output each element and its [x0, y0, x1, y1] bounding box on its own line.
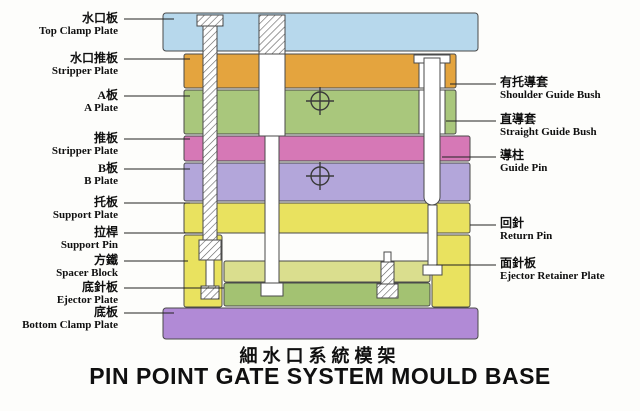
- leader-lines: [124, 18, 496, 314]
- support-pin-tail: [205, 259, 215, 287]
- label-en: A Plate: [84, 102, 118, 114]
- return-pin-shaft: [427, 204, 438, 266]
- label-en: Straight Guide Bush: [500, 126, 597, 138]
- return-pin-head: [422, 264, 443, 276]
- label-cn: 水口板: [81, 11, 118, 25]
- label-support-plate: 托板 Support Plate: [53, 196, 118, 222]
- label-en: Guide Pin: [500, 162, 548, 174]
- support-pin-nut: [200, 285, 220, 300]
- label-guide-pin: 導柱 Guide Pin: [500, 149, 547, 175]
- label-cn: 托板: [93, 195, 118, 209]
- label-cn: 面針板: [500, 256, 537, 270]
- label-cn: 導柱: [500, 148, 525, 162]
- ejector-retainer-plate-shape: [223, 260, 431, 283]
- ejector-plate-shape: [223, 282, 431, 307]
- bottom-clamp-plate-shape: [162, 307, 479, 340]
- label-stripper-plate-top: 水口推板 Stripper Plate: [52, 52, 118, 78]
- label-en: Top Clamp Plate: [38, 25, 118, 37]
- label-en: Return Pin: [500, 230, 553, 242]
- label-en: Spacer Block: [56, 267, 118, 279]
- center-pillar-hatched-head: [258, 14, 286, 55]
- guide-pin-shape: [423, 57, 441, 206]
- label-cn: 底針板: [81, 280, 118, 294]
- label-straight-guide-bush: 直導套 Straight Guide Bush: [500, 113, 597, 139]
- label-en: Stripper Plate: [51, 145, 118, 157]
- label-cn: B板: [97, 161, 118, 175]
- label-shoulder-guide-bush: 有托導套 Shoulder Guide Bush: [500, 76, 601, 102]
- label-return-pin: 回針 Return Pin: [500, 217, 552, 243]
- ejector-bolt-shaft: [380, 261, 395, 285]
- stripper-plate-shape: [183, 135, 471, 162]
- diagram-title-english: PIN POINT GATE SYSTEM MOULD BASE: [89, 363, 551, 389]
- label-en: Ejector Plate: [56, 294, 118, 306]
- label-b-plate: B板 B Plate: [84, 162, 118, 188]
- label-en: B Plate: [84, 175, 118, 187]
- label-en: Shoulder Guide Bush: [500, 89, 601, 101]
- label-stripper-plate: 推板 Stripper Plate: [52, 132, 118, 158]
- label-support-pin: 拉桿 Support Pin: [61, 226, 118, 252]
- label-ejector-retainer-plate: 面針板 Ejector Retainer Plate: [500, 257, 605, 283]
- label-cn: 方鐵: [93, 253, 118, 267]
- label-bottom-clamp-plate: 底板 Bottom Clamp Plate: [22, 306, 118, 332]
- label-cn: 直導套: [500, 112, 537, 126]
- support-pin-head: [196, 14, 224, 27]
- label-spacer-block: 方鐵 Spacer Block: [56, 254, 118, 280]
- label-cn: 推板: [93, 131, 118, 145]
- ejector-bolt-head: [376, 283, 399, 299]
- label-cn: A板: [97, 88, 118, 102]
- label-cn: 拉桿: [93, 225, 118, 239]
- label-top-clamp-plate: 水口板 Top Clamp Plate: [39, 12, 118, 38]
- pins-and-bushes: [196, 14, 451, 300]
- center-pin-foot: [260, 282, 284, 297]
- label-cn: 回針: [500, 216, 525, 230]
- support-pin-shaft: [202, 25, 218, 241]
- label-cn: 底板: [93, 305, 118, 319]
- diagram-title-chinese: 細水口系統模架: [239, 346, 401, 366]
- label-cn: 水口推板: [69, 51, 118, 65]
- support-pin-collar: [198, 239, 222, 261]
- label-en: Support Pin: [60, 239, 118, 251]
- top-clamp-plate-shape: [162, 12, 479, 52]
- center-pin-shaft: [264, 135, 280, 287]
- label-cn: 有托導套: [500, 75, 549, 89]
- ejector-bolt-tip: [383, 251, 392, 263]
- label-en: Stripper Plate: [51, 65, 118, 77]
- label-en: Ejector Retainer Plate: [500, 270, 605, 282]
- support-plate-shape: [183, 202, 471, 234]
- label-a-plate: A板 A Plate: [84, 89, 118, 115]
- crosshair-marks: [306, 87, 334, 190]
- label-en: Bottom Clamp Plate: [22, 319, 118, 331]
- label-ejector-plate: 底針板 Ejector Plate: [57, 281, 118, 307]
- label-en: Support Plate: [52, 209, 118, 221]
